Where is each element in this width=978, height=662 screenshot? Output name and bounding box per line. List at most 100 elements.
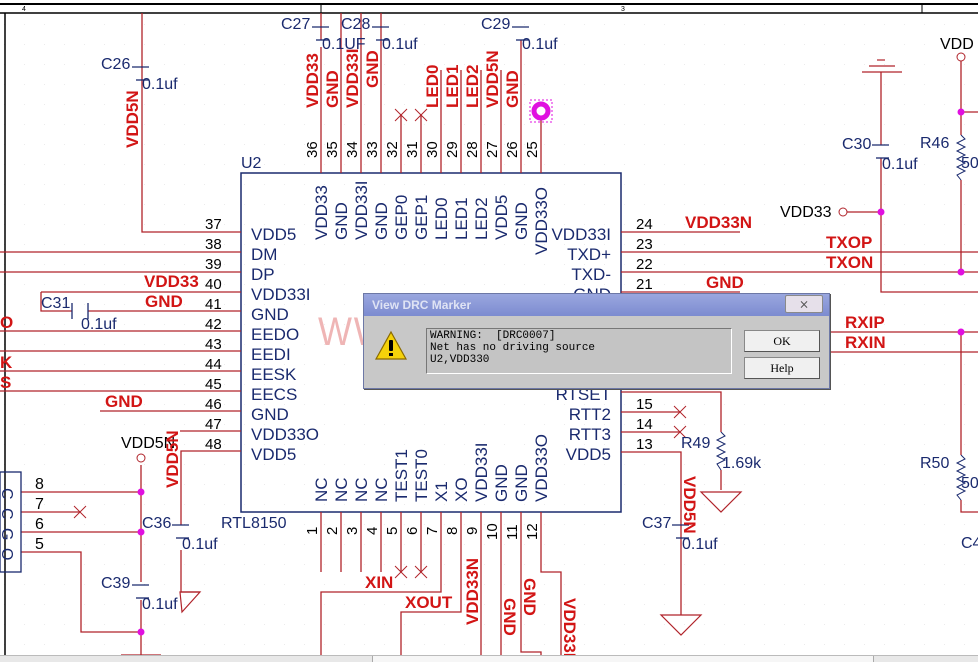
svg-text:LED1: LED1 <box>443 65 462 108</box>
pin-name: VDD33I <box>251 285 311 304</box>
pin-number: 39 <box>205 256 222 273</box>
capacitor-labels: C26 0.1uf C27 0.1UF C28 0.1uf C29 0.1uf … <box>41 16 978 613</box>
pin-name: NC <box>372 477 391 502</box>
pin-name: LED2 <box>472 197 491 240</box>
pin-number: 23 <box>636 236 653 253</box>
connector-pin: 6 <box>35 516 44 533</box>
right-pins: 24VDD33I23TXD+22TXD-21GNDRTSET15RTT214RT… <box>551 216 652 464</box>
pin-number: 38 <box>205 236 222 253</box>
svg-text:TXON: TXON <box>826 253 873 272</box>
drc-marker[interactable] <box>529 99 553 123</box>
pin-number: 12 <box>524 523 541 540</box>
svg-text:C37: C37 <box>642 515 671 532</box>
dialog-message: WARNING: [DRC0007] Net has no driving so… <box>426 328 732 374</box>
left-pins: 37VDD538DM39DP40VDD33I41GND42EEDO43EEDI4… <box>205 216 319 464</box>
svg-text:C36: C36 <box>142 515 171 532</box>
scrollbar-thumb[interactable] <box>372 656 874 662</box>
pin-number: 14 <box>636 416 653 433</box>
pin-number: 11 <box>504 524 521 540</box>
message-line: WARNING: [DRC0007] <box>430 330 556 342</box>
connector-label: G <box>0 528 15 540</box>
svg-text:LED2: LED2 <box>463 65 482 108</box>
svg-text:R46: R46 <box>920 135 949 152</box>
pin-number: 5 <box>384 527 401 535</box>
pin-name: RTT3 <box>569 425 611 444</box>
power-port-vdd: VDD <box>940 36 974 53</box>
svg-text:VDD5N: VDD5N <box>163 430 182 488</box>
svg-text:RXIP: RXIP <box>845 313 885 332</box>
pin-name: RTT2 <box>569 405 611 424</box>
pin-name: VDD33O <box>532 434 551 502</box>
resistor-labels: R46 50 R49 1.69k R50 50 <box>681 135 978 492</box>
svg-text:GND: GND <box>363 50 382 88</box>
connector-pin: 5 <box>35 536 44 553</box>
connector-label: O <box>0 548 15 560</box>
pin-name: XO <box>452 477 471 502</box>
svg-text:0.1uf: 0.1uf <box>142 596 178 613</box>
svg-text:GND: GND <box>520 578 539 616</box>
help-button[interactable]: Help <box>744 357 820 379</box>
pin-number: 41 <box>205 296 222 313</box>
svg-text:S: S <box>0 373 11 392</box>
warning-icon <box>374 330 408 360</box>
pin-number: 32 <box>384 141 401 158</box>
pin-number: 9 <box>464 527 481 535</box>
svg-text:LED0: LED0 <box>423 65 442 108</box>
pin-number: 40 <box>205 276 222 293</box>
pin-name: VDD33I <box>352 180 371 240</box>
svg-text:K: K <box>0 353 13 372</box>
pin-name: VDD33I <box>472 442 491 502</box>
svg-text:GND: GND <box>323 70 342 108</box>
pin-name: GND <box>492 464 511 502</box>
svg-text:VDD33: VDD33 <box>144 272 199 291</box>
pin-number: 34 <box>344 141 361 158</box>
pin-name: GEP0 <box>392 195 411 240</box>
connector[interactable]: 8 7 6 5 C C G O <box>0 471 44 573</box>
wires <box>0 13 978 655</box>
resistor-zigzags <box>715 134 967 501</box>
pin-number: 28 <box>464 141 481 158</box>
pin-name: TEST0 <box>412 449 431 502</box>
ok-button[interactable]: OK <box>744 330 820 352</box>
net-labels: VDD5N VDD33 GND VDD33I GND LED0 LED1 LED… <box>0 48 886 657</box>
pin-name: TXD- <box>571 265 611 284</box>
connector-pin: 7 <box>35 496 44 513</box>
close-button[interactable]: ⨯ <box>785 295 823 313</box>
pin-number: 2 <box>324 527 341 535</box>
dialog-titlebar[interactable]: View DRC Marker ⨯ <box>364 294 829 316</box>
pin-number: 45 <box>205 376 222 393</box>
svg-text:C29: C29 <box>481 16 510 33</box>
pin-name: VDD5 <box>251 225 296 244</box>
pin-number: 30 <box>424 141 441 158</box>
pin-number: 26 <box>504 141 521 158</box>
svg-text:XIN: XIN <box>365 573 393 592</box>
pin-number: 33 <box>364 141 381 158</box>
zone-label: 3 <box>621 6 625 13</box>
pin-name: X1 <box>432 481 451 502</box>
svg-text:VDD33N: VDD33N <box>685 213 752 232</box>
horizontal-scrollbar[interactable] <box>0 655 978 662</box>
pin-name: VDD33I <box>551 225 611 244</box>
pin-number: 6 <box>404 527 421 535</box>
pin-number: 29 <box>444 141 461 158</box>
pin-name: NC <box>332 477 351 502</box>
pin-number: 37 <box>205 216 222 233</box>
zone-label: 4 <box>22 6 26 13</box>
pin-number: 48 <box>205 436 222 453</box>
top-pins: 36VDD3335GND34VDD33I33GND32GEP031GEP130L… <box>304 141 551 255</box>
drc-dialog[interactable]: View DRC Marker ⨯ WARNING: [DRC0007] Net… <box>363 293 830 389</box>
pin-name: GND <box>372 202 391 240</box>
pin-name: VDD5 <box>251 445 296 464</box>
pin-name: VDD33O <box>251 425 319 444</box>
pin-number: 1 <box>304 527 321 535</box>
message-line: Net has no driving source <box>430 342 596 354</box>
svg-text:0.1uf: 0.1uf <box>882 156 918 173</box>
pin-number: 25 <box>524 141 541 158</box>
connector-label: C <box>0 488 15 500</box>
pin-number: 35 <box>324 141 341 158</box>
pin-number: 21 <box>636 276 653 293</box>
pin-number: 8 <box>444 527 461 535</box>
pin-number: 43 <box>205 336 222 353</box>
svg-text:0.1uf: 0.1uf <box>522 36 558 53</box>
pin-name: VDD33O <box>532 187 551 255</box>
